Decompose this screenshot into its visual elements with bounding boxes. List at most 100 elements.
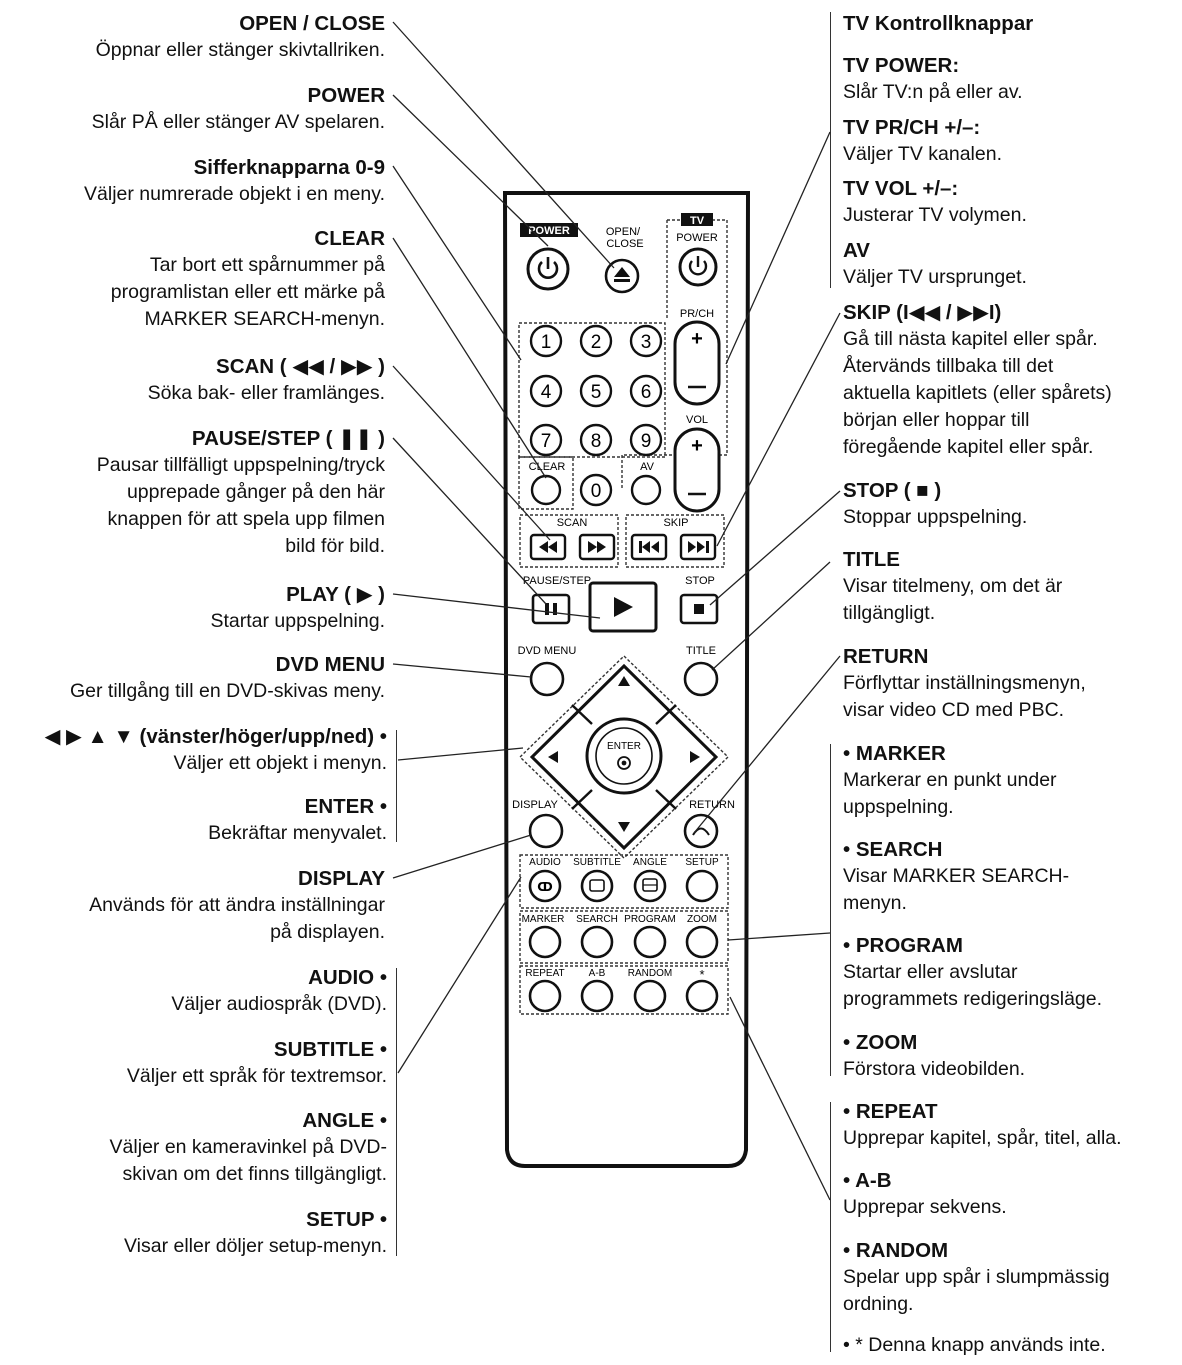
label-desc: Upprepar sekvens. <box>843 1196 1007 1218</box>
program-button[interactable] <box>633 925 667 959</box>
digit-7-button[interactable]: 7 <box>529 423 563 457</box>
label-desc: Väljer numrerade objekt i en meny. <box>84 183 385 205</box>
pause-step-label: PAUSE/STEP <box>523 575 591 587</box>
tv-prch-rocker[interactable]: + <box>673 320 721 406</box>
enter-button[interactable]: ENTER <box>585 717 663 795</box>
label-title: • PROGRAM <box>843 934 963 957</box>
left-arrow-icon[interactable] <box>548 751 558 763</box>
label-desc: Visar MARKER SEARCH- <box>843 865 1070 887</box>
bracket-audio-setup <box>396 968 397 1256</box>
star-button[interactable] <box>685 979 719 1013</box>
power-button[interactable]: POWER <box>520 223 578 291</box>
leader-open-close <box>392 21 615 269</box>
leader-scan <box>392 365 551 541</box>
scan-forward-button[interactable] <box>578 533 616 561</box>
label-desc: Söka bak- eller framlänges. <box>147 382 385 404</box>
leader-play <box>392 593 601 619</box>
digit-5-button[interactable]: 5 <box>579 374 613 408</box>
label-title: STOP ( ■ ) <box>843 479 942 502</box>
label-marker: • MARKER Markerar en punkt under uppspel… <box>843 740 1057 821</box>
label-desc: Väljer TV kanalen. <box>843 143 1002 165</box>
marker-label: MARKER <box>522 914 565 925</box>
label-desc: Startar eller avslutar <box>843 961 1018 983</box>
tv-power-label: POWER <box>676 232 718 244</box>
label-desc: Väljer en kameravinkel på DVD- <box>109 1136 387 1158</box>
label-title: AUDIO • <box>308 966 387 989</box>
label-arrows: ◀ ▶ ▲ ▼ (vänster/höger/upp/ned) • Väljer… <box>45 723 387 777</box>
zoom-button[interactable] <box>685 925 719 959</box>
right-arrow-icon[interactable] <box>690 751 700 763</box>
label-desc: Väljer audiospråk (DVD). <box>171 993 387 1015</box>
label-desc: Markerar en punkt under <box>843 769 1057 791</box>
tv-label: TV <box>690 215 705 227</box>
leader-marker-row <box>727 932 831 941</box>
search-label: SEARCH <box>576 914 618 925</box>
down-arrow-icon[interactable] <box>618 822 630 832</box>
digit-0-button[interactable]: 0 <box>579 473 613 507</box>
open-close-label-2: CLOSE <box>606 238 643 250</box>
label-title: • MARKER <box>843 742 946 765</box>
pause-step-button[interactable] <box>531 593 571 625</box>
digit-9-button[interactable]: 9 <box>629 423 663 457</box>
title-button[interactable] <box>683 661 719 697</box>
label-desc: Används för att ändra inställningar <box>89 894 385 916</box>
dvd-menu-button[interactable] <box>529 661 565 697</box>
subtitle-button[interactable] <box>580 869 614 903</box>
digit-label: 9 <box>641 431 652 452</box>
label-random: • RANDOM Spelar upp spår i slumpmässig o… <box>843 1237 1110 1318</box>
label-setup: SETUP • Visar eller döljer setup-menyn. <box>124 1206 387 1260</box>
repeat-button[interactable] <box>528 979 562 1013</box>
return-button[interactable] <box>683 813 719 849</box>
skip-forward-button[interactable] <box>679 533 717 561</box>
enter-label: ENTER <box>607 741 641 752</box>
tv-vol-rocker[interactable]: + <box>673 427 721 513</box>
up-arrow-icon[interactable] <box>618 676 630 686</box>
audio-icon: ↀ <box>537 880 552 894</box>
marker-button[interactable] <box>528 925 562 959</box>
label-stop: STOP ( ■ ) Stoppar uppspelning. <box>843 477 1027 531</box>
angle-button[interactable] <box>633 869 667 903</box>
program-label: PROGRAM <box>624 914 676 925</box>
play-icon <box>614 597 633 617</box>
play-button[interactable] <box>588 581 658 633</box>
stop-button[interactable] <box>679 593 719 625</box>
ab-button[interactable] <box>580 979 614 1013</box>
random-label: RANDOM <box>628 968 672 979</box>
tv-power-button[interactable] <box>678 247 718 287</box>
skip-back-button[interactable] <box>630 533 668 561</box>
open-close-label-1: OPEN/ <box>606 226 641 238</box>
label-desc: aktuella kapitlets (eller spårets) <box>843 382 1112 404</box>
label-audio: AUDIO • Väljer audiospråk (DVD). <box>171 964 387 1018</box>
function-row-1 <box>519 854 729 909</box>
label-program: • PROGRAM Startar eller avslutar program… <box>843 932 1102 1013</box>
digit-6-button[interactable]: 6 <box>629 374 663 408</box>
av-label: AV <box>640 461 655 473</box>
random-button[interactable] <box>633 979 667 1013</box>
digit-8-button[interactable]: 8 <box>579 423 613 457</box>
label-av: AV Väljer TV ursprunget. <box>843 237 1027 291</box>
display-button[interactable] <box>528 813 564 849</box>
scan-back-button[interactable] <box>529 533 567 561</box>
dvd-menu-label: DVD MENU <box>518 645 577 657</box>
label-desc: skivan om det finns tillgängligt. <box>122 1163 387 1185</box>
audio-button[interactable]: ↀ <box>528 869 562 903</box>
setup-button[interactable] <box>685 869 719 903</box>
label-desc: tillgängligt. <box>843 602 936 624</box>
label-desc: menyn. <box>843 892 907 914</box>
av-button[interactable] <box>630 474 662 506</box>
label-title-button: TITLE Visar titelmeny, om det är tillgän… <box>843 546 1062 627</box>
return-label: RETURN <box>689 799 735 811</box>
label-enter: ENTER • Bekräftar menyvalet. <box>208 793 387 847</box>
title-label: TITLE <box>686 645 716 657</box>
label-title: • SEARCH <box>843 838 943 861</box>
search-button[interactable] <box>580 925 614 959</box>
label-desc: ordning. <box>843 1293 914 1315</box>
digit-4-button[interactable]: 4 <box>529 374 563 408</box>
digit-2-button[interactable]: 2 <box>579 324 613 358</box>
digit-1-button[interactable]: 1 <box>529 324 563 358</box>
label-title: SUBTITLE • <box>273 1038 387 1061</box>
skip-label: SKIP <box>663 517 688 529</box>
clear-button[interactable] <box>530 474 562 506</box>
label-title: TV PR/CH +/–: <box>843 116 981 139</box>
digit-3-button[interactable]: 3 <box>629 324 663 358</box>
